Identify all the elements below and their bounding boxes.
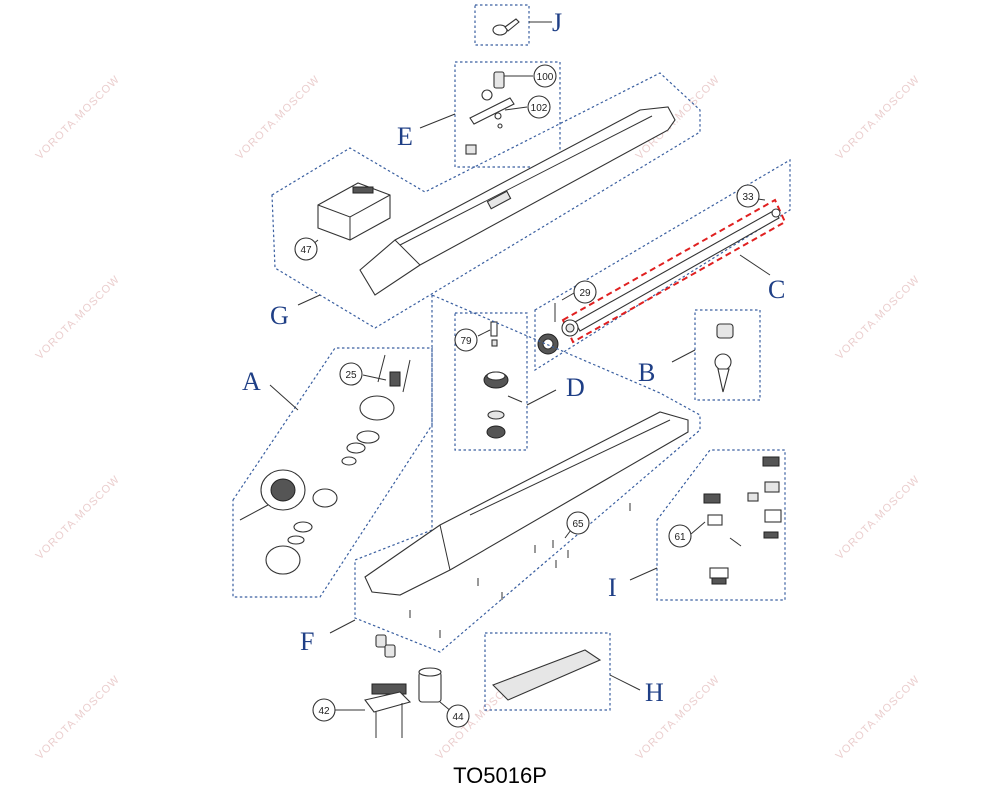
group-g: 47 G [270, 72, 701, 330]
worm-screw-icon [574, 209, 780, 332]
group-label-c: C [768, 275, 785, 304]
screw-set-icon [409, 503, 631, 638]
group-e: 100 102 E [397, 61, 561, 168]
watermark-text: VOROTA.MOSCOW [34, 673, 123, 762]
callout-47-label: 47 [300, 245, 312, 256]
loose-parts: 42 44 [312, 634, 470, 738]
group-f-frame [354, 294, 701, 653]
watermark-text: VOROTA.MOSCOW [834, 273, 923, 362]
gear-stack-icon [483, 321, 523, 439]
model-code: TO5016P [453, 763, 547, 788]
watermark-text: VOROTA.MOSCOW [834, 673, 923, 762]
limit-switch-assembly-icon [465, 71, 515, 155]
group-label-i: I [608, 573, 617, 602]
callout-65-label: 65 [572, 519, 584, 530]
callout-102 [527, 95, 551, 119]
capacitor-icon [418, 667, 442, 703]
group-j-frame [474, 4, 530, 46]
watermark-text: VOROTA.MOSCOW [234, 73, 323, 162]
terminal-block-icon [364, 634, 412, 738]
group-g-frame [271, 72, 701, 329]
base-frame-icon [364, 411, 689, 596]
release-key-icon [492, 18, 520, 36]
group-label-f: F [300, 627, 314, 656]
group-d: 79 D [454, 312, 585, 451]
callout-44-label: 44 [452, 712, 464, 723]
bearing-gear-icon [537, 319, 579, 355]
group-label-g: G [270, 301, 289, 330]
callout-33 [736, 184, 760, 208]
watermark-text: VOROTA.MOSCOW [34, 473, 123, 562]
group-b: B [638, 309, 761, 401]
group-d-frame [454, 312, 528, 451]
group-label-j: J [552, 8, 562, 37]
callout-102-label: 102 [531, 103, 548, 114]
callout-61-label: 61 [674, 532, 686, 543]
group-label-e: E [397, 122, 413, 151]
control-unit-box-icon [317, 182, 391, 241]
release-lever-icon [714, 323, 734, 393]
watermark-text: VOROTA.MOSCOW [34, 73, 123, 162]
watermark-text: VOROTA.MOSCOW [834, 73, 923, 162]
callout-79 [454, 328, 478, 352]
group-f: 65 F [300, 294, 701, 656]
callout-100 [533, 64, 557, 88]
group-b-frame [694, 309, 761, 401]
callout-100-label: 100 [537, 72, 554, 83]
callout-79-label: 79 [460, 336, 472, 347]
watermark-text: VOROTA.MOSCOW [834, 473, 923, 562]
callout-33-label: 33 [742, 192, 754, 203]
callout-65 [566, 511, 590, 535]
watermark-layer: VOROTA.MOSCOW VOROTA.MOSCOW VOROTA.MOSCO… [34, 73, 923, 762]
callout-25-label: 25 [345, 370, 357, 381]
group-label-h: H [645, 678, 664, 707]
upper-cover-icon [359, 106, 676, 296]
group-h: H [484, 632, 664, 711]
watermark-text: VOROTA.MOSCOW [34, 273, 123, 362]
group-label-d: D [566, 373, 585, 402]
callout-25 [339, 362, 363, 386]
callout-29-label: 29 [579, 288, 591, 299]
callout-29 [573, 280, 597, 304]
group-i: 61 I [608, 449, 786, 602]
group-label-a: A [242, 367, 261, 396]
group-c-frame [534, 158, 791, 372]
group-label-b: B [638, 358, 655, 387]
group-h-frame [484, 632, 611, 711]
group-j: J [474, 4, 562, 46]
callout-47 [294, 237, 318, 261]
callout-61 [668, 524, 692, 548]
callout-42 [312, 698, 336, 722]
group-c: 33 29 C [534, 158, 791, 372]
worm-screw-highlight [561, 198, 787, 344]
limit-switch-kit-icon [703, 456, 782, 585]
rail-cover-icon [492, 649, 602, 701]
motor-assembly-icon [239, 354, 411, 575]
callout-44 [446, 704, 470, 728]
callout-42-label: 42 [318, 706, 330, 717]
